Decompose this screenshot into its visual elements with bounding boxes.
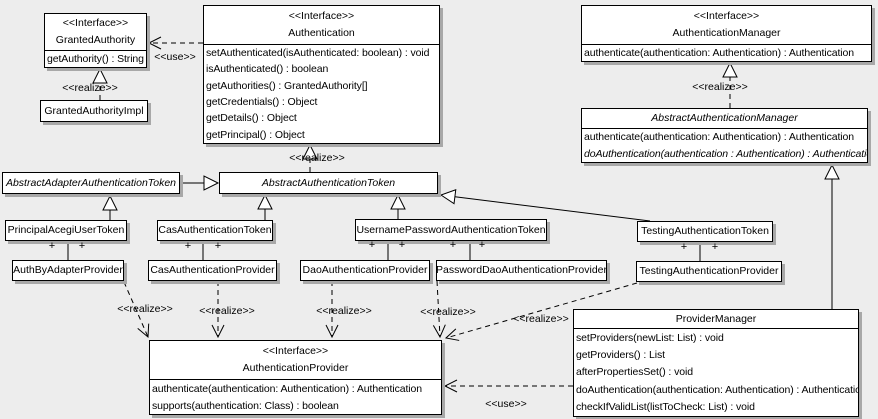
class-granted-authority[interactable]: <<Interface>> GrantedAuthority getAuthor… (44, 13, 147, 68)
class-authentication-manager[interactable]: <<Interface>> AuthenticationManager auth… (581, 5, 872, 62)
class-name: CasAuthenticationToken (158, 224, 272, 236)
class-name: CasAuthenticationProvider (150, 264, 275, 276)
class-name: TestingAuthenticationProvider (639, 265, 779, 277)
class-header: <<Interface>> AuthenticationProvider (150, 341, 441, 379)
method: getCredentials() : Object (206, 96, 318, 109)
realize-label: <<realize>> (513, 313, 569, 325)
methods-compartment: setAuthenticated(isAuthenticated: boolea… (204, 44, 439, 143)
method: afterPropertiesSet() : void (576, 366, 693, 379)
class-name: DaoAuthenticationProvider (302, 264, 428, 276)
class-name: AbstractAdapterAuthenticationToken (5, 176, 177, 189)
class-name: TestingAuthenticationToken (641, 225, 769, 237)
association-end-plus: + (680, 241, 688, 253)
class-testing-authentication-provider[interactable]: TestingAuthenticationProvider (636, 261, 782, 282)
method: getAuthority() : String (47, 53, 144, 65)
class-header: AbstractAuthenticationManager (582, 109, 867, 128)
class-name: AuthenticationProvider (242, 362, 349, 374)
use-label: <<use>> (154, 51, 196, 63)
method: getAuthorities() : GrantedAuthority[] (206, 79, 368, 92)
realize-authbyadapterprovider-to-authprovider (123, 281, 150, 339)
stereotype-label: <<Interface>> (693, 10, 760, 22)
methods-compartment: authenticate(authentication: Authenticat… (150, 379, 441, 414)
realize-label: <<realize>> (420, 306, 476, 318)
method: setProviders(newList: List) : void (576, 331, 724, 344)
use-label: <<use>> (485, 398, 527, 410)
class-header: <<Interface>> GrantedAuthority (45, 14, 146, 50)
association-end-plus: + (214, 240, 222, 252)
class-name: UsernamePasswordAuthenticationToken (356, 223, 546, 236)
method: supports(authentication: Class) : boolea… (152, 399, 339, 412)
methods-compartment: authenticate(authentication: Authenticat… (582, 128, 867, 162)
association-end-plus: + (398, 239, 406, 251)
class-header: ProviderManager (574, 310, 858, 328)
class-name: PasswordDaoAuthenticationProvider (436, 264, 608, 276)
stereotype-label: <<Interface>> (288, 10, 355, 22)
method: authenticate(authentication: Authenticat… (584, 47, 855, 59)
association-end-plus: + (711, 241, 719, 253)
association-end-plus: + (48, 240, 56, 252)
realize-label: <<realize>> (62, 82, 118, 94)
class-abstract-authentication-token[interactable]: AbstractAuthenticationToken (219, 172, 438, 194)
method: checkIfValidList(listToCheck: List) : vo… (576, 401, 755, 414)
realize-label: <<realize>> (289, 152, 345, 164)
class-name: ProviderManager (675, 312, 757, 325)
association-end-plus: + (478, 239, 486, 251)
class-name: AuthByAdapterProvider (13, 264, 123, 276)
method: doAuthentication(authentication: Authent… (576, 383, 858, 396)
realize-label: <<realize>> (117, 303, 173, 315)
class-dao-authentication-provider[interactable]: DaoAuthenticationProvider (300, 260, 430, 281)
class-granted-authority-impl[interactable]: GrantedAuthorityImpl (40, 100, 148, 122)
realize-label: <<realize>> (692, 81, 748, 93)
methods-compartment: getAuthority() : String (45, 50, 146, 67)
class-name: Authentication (288, 27, 355, 39)
class-authentication-provider[interactable]: <<Interface>> AuthenticationProvider aut… (149, 340, 442, 415)
realize-label: <<realize>> (199, 305, 255, 317)
association-end-plus: + (78, 240, 86, 252)
class-header: <<Interface>> AuthenticationManager (582, 6, 871, 44)
association-end-plus: + (184, 240, 192, 252)
abstract-method: doAuthentication(authentication : Authen… (584, 147, 867, 160)
class-header: <<Interface>> Authentication (204, 6, 439, 44)
method: getDetails() : Object (206, 112, 297, 125)
class-username-password-authentication-token[interactable]: UsernamePasswordAuthenticationToken (355, 219, 547, 241)
class-cas-authentication-token[interactable]: CasAuthenticationToken (157, 220, 273, 241)
class-name: PrincipalAcegiUserToken (7, 224, 125, 236)
class-auth-by-adapter-provider[interactable]: AuthByAdapterProvider (12, 260, 124, 281)
class-name: GrantedAuthorityImpl (44, 104, 144, 117)
method: authenticate(authentication: Authenticat… (152, 382, 423, 395)
stereotype-label: <<Interface>> (62, 17, 129, 29)
class-name: AbstractAuthenticationManager (651, 112, 798, 124)
methods-compartment: setProviders(newList: List) : void getPr… (574, 328, 858, 416)
gen-testingtoken-to-abstracttoken (439, 189, 651, 222)
class-abstract-authentication-manager[interactable]: AbstractAuthenticationManager authentica… (581, 108, 868, 163)
class-password-dao-authentication-provider[interactable]: PasswordDaoAuthenticationProvider (436, 260, 607, 281)
realize-passworddaoprovider-to-authprovider (432, 280, 446, 339)
stereotype-label: <<Interface>> (262, 345, 329, 357)
class-provider-manager[interactable]: ProviderManager setProviders(newList: Li… (573, 309, 859, 417)
method: getProviders() : List (576, 349, 665, 362)
class-name: AuthenticationManager (672, 27, 781, 39)
association-end-plus: + (368, 239, 376, 251)
class-name: AbstractAuthenticationToken (261, 176, 396, 189)
class-cas-authentication-provider[interactable]: CasAuthenticationProvider (148, 260, 277, 281)
class-name: GrantedAuthority (55, 34, 136, 46)
class-principal-acegi-user-token[interactable]: PrincipalAcegiUserToken (5, 220, 127, 241)
association-end-plus: + (449, 239, 457, 251)
class-abstract-adapter-authentication-token[interactable]: AbstractAdapterAuthenticationToken (2, 172, 180, 194)
method: isAuthenticated() : boolean (206, 63, 329, 76)
class-authentication[interactable]: <<Interface>> Authentication setAuthenti… (203, 5, 440, 144)
realize-testingprovider-to-authprovider (444, 282, 638, 341)
method: authenticate(authentication: Authenticat… (584, 131, 855, 144)
method: setAuthenticated(isAuthenticated: boolea… (206, 47, 430, 60)
method: getPrincipal() : Object (206, 128, 305, 141)
class-testing-authentication-token[interactable]: TestingAuthenticationToken (637, 221, 773, 242)
methods-compartment: authenticate(authentication: Authenticat… (582, 44, 871, 61)
realize-label: <<realize>> (316, 305, 372, 317)
